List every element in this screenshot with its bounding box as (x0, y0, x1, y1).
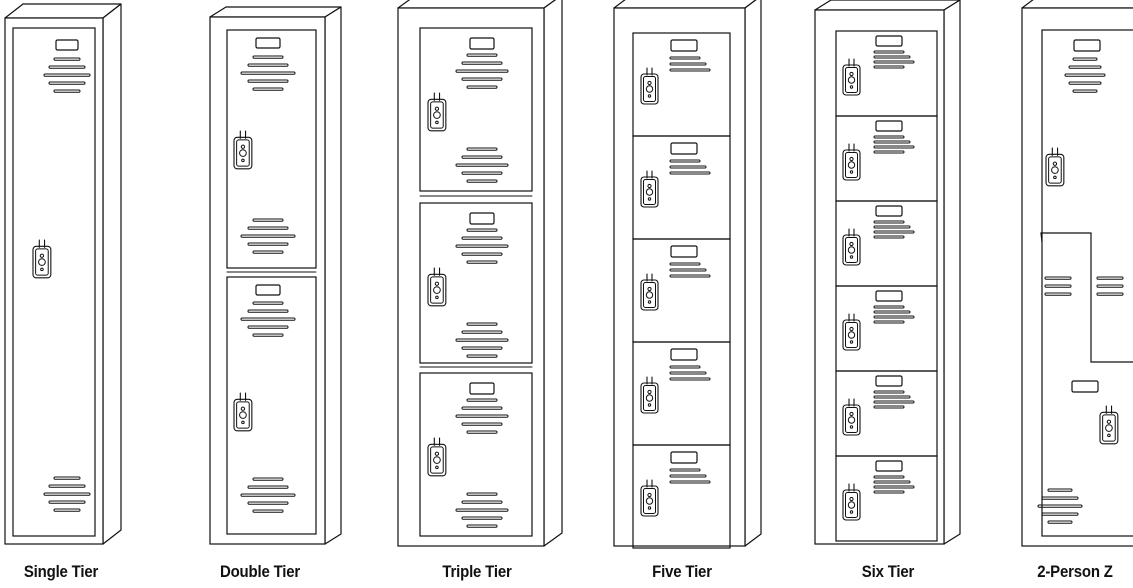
caption-six-tier: Six Tier (861, 562, 915, 581)
locker-2-person-z (1021, 0, 1133, 547)
z-door-split (1040, 232, 1133, 363)
latch-handle-icon (640, 479, 659, 517)
caption-five-tier: Five Tier (652, 562, 712, 581)
locker-single-tier (4, 3, 122, 545)
tier-door (835, 115, 938, 202)
caption-triple-tier: Triple Tier (442, 562, 512, 581)
vent-louvers (455, 492, 509, 528)
latch-handle-icon (842, 313, 861, 351)
locker-double-tier (209, 6, 342, 545)
tier-door (632, 444, 731, 549)
latch-handle-icon (842, 398, 861, 436)
tier-door (835, 455, 938, 542)
tier-door (835, 200, 938, 287)
latch-handle-icon (427, 267, 447, 307)
latch-handle-icon (640, 67, 659, 105)
tier-door (835, 370, 938, 457)
vent-louvers (455, 53, 509, 89)
caption-2-person-z: 2-Person Z (1037, 562, 1113, 581)
latch-handle-icon (233, 130, 253, 170)
caption-single-tier: Single Tier (23, 562, 99, 581)
locker-triple-tier (397, 0, 563, 547)
vent-louvers (455, 147, 509, 183)
latch-handle-icon (427, 92, 447, 132)
latch-handle-icon (640, 273, 659, 311)
latch-handle-icon (32, 239, 52, 279)
latch-handle-icon (842, 58, 861, 96)
vent-louvers (455, 228, 509, 264)
latch-handle-icon (640, 170, 659, 208)
vent-louvers (455, 322, 509, 358)
vent-louvers (455, 398, 509, 434)
vent-louvers (1037, 488, 1083, 524)
latch-handle-icon (842, 228, 861, 266)
vent-louvers (43, 476, 91, 512)
tier-door (419, 372, 533, 537)
vent-louvers (240, 218, 296, 254)
vent-louvers (1064, 57, 1106, 93)
vent-louvers (240, 55, 296, 91)
vent-louvers (240, 301, 296, 337)
vent-louvers (240, 477, 296, 513)
latch-handle-icon (427, 437, 447, 477)
latch-handle-icon (640, 376, 659, 414)
tier-door (419, 202, 533, 364)
locker-five-tier (613, 0, 762, 549)
latch-handle-icon (842, 483, 861, 521)
latch-handle-icon (1099, 405, 1119, 445)
tier-door (419, 27, 533, 192)
vent-louvers (43, 57, 91, 93)
caption-double-tier: Double Tier (219, 562, 301, 581)
latch-handle-icon (1045, 147, 1065, 187)
latch-handle-icon (842, 143, 861, 181)
locker-six-tier (814, 0, 961, 545)
latch-handle-icon (233, 392, 253, 432)
